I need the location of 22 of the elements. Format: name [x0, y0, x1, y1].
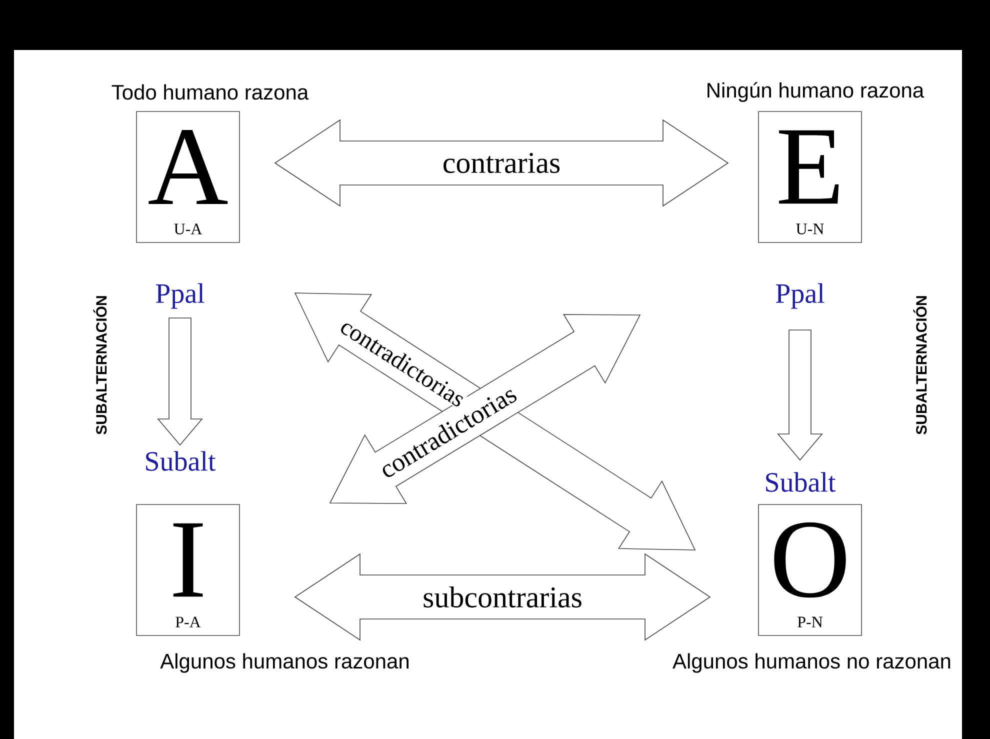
- statement-caption: Algunos humanos razonan: [160, 653, 408, 673]
- code-label: P-N: [798, 616, 823, 628]
- edge-label: subcontrarias: [422, 585, 584, 609]
- code-label: U-A: [174, 224, 202, 234]
- letter: O: [774, 522, 846, 598]
- term-label: Subalt: [146, 451, 216, 471]
- axis-label: SUBALTERNACIÓN: [93, 296, 107, 434]
- term-label: Ppal: [776, 283, 824, 309]
- axis-label: SUBALTERNACIÓN: [913, 296, 927, 434]
- letter: A: [148, 130, 228, 204]
- statement-caption: Ningún humano razona: [708, 82, 924, 102]
- block-arrow: [157, 318, 203, 446]
- code-label: U-N: [796, 224, 824, 234]
- letter: E: [779, 130, 839, 204]
- block-arrow: [777, 330, 823, 461]
- letter: I: [173, 523, 203, 597]
- statement-caption: Algunos humanos no razonan: [672, 653, 950, 673]
- term-label: Subalt: [766, 472, 836, 492]
- edge-label: contrarias: [441, 152, 562, 174]
- term-label: Ppal: [156, 283, 204, 309]
- code-label: P-A: [176, 616, 201, 628]
- statement-caption: Todo humano razona: [112, 84, 309, 100]
